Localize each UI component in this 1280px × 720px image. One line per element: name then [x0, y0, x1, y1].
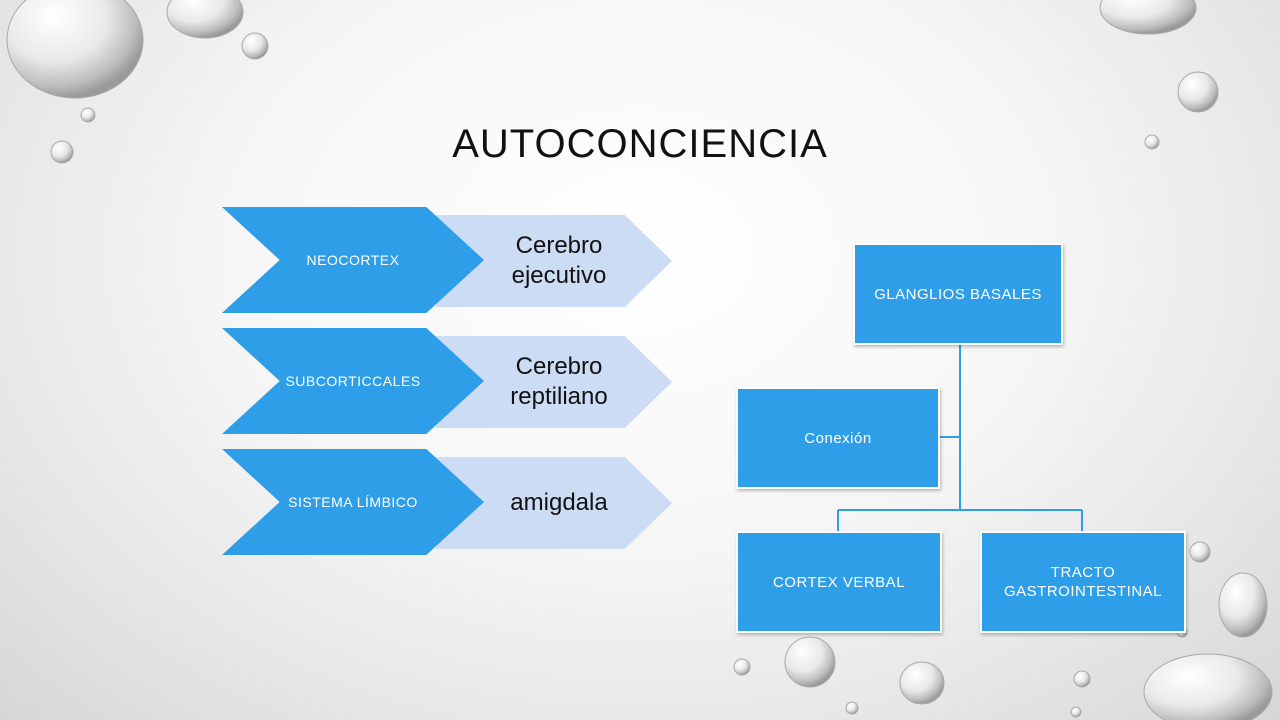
chevron-label-text: SUBCORTICCALES [285, 373, 421, 389]
chevron-detail-box: Cerebro ejecutivo [436, 215, 672, 307]
chevron-label-shape: SUBCORTICCALES [222, 328, 484, 434]
chevron-label-text: NEOCORTEX [306, 252, 400, 268]
org-child-box-tracto-gastrointestinal: TRACTO GASTROINTESTINAL [980, 531, 1186, 633]
org-root-box: GLANGLIOS BASALES [853, 243, 1063, 345]
chevron-row-neocortex: Cerebro ejecutivo NEOCORTEX [222, 207, 682, 315]
chevron-detail-box: amigdala [436, 457, 672, 549]
chevron-detail-text: Cerebro reptiliano [510, 353, 608, 410]
chevron-label-shape: NEOCORTEX [222, 207, 484, 313]
org-assistant-box: Conexión [736, 387, 940, 489]
chevron-row-subcorticales: Cerebro reptiliano SUBCORTICCALES [222, 328, 682, 436]
chevron-label-text: SISTEMA LÍMBICO [288, 494, 418, 510]
chevron-row-sistema-limbico: amigdala SISTEMA LÍMBICO [222, 449, 682, 557]
slide-title: AUTOCONCIENCIA [452, 122, 828, 166]
chevron-detail-text: amigdala [510, 489, 608, 516]
org-child-box-cortex-verbal: CORTEX VERBAL [736, 531, 942, 633]
chevron-detail-text: Cerebro ejecutivo [511, 232, 607, 289]
